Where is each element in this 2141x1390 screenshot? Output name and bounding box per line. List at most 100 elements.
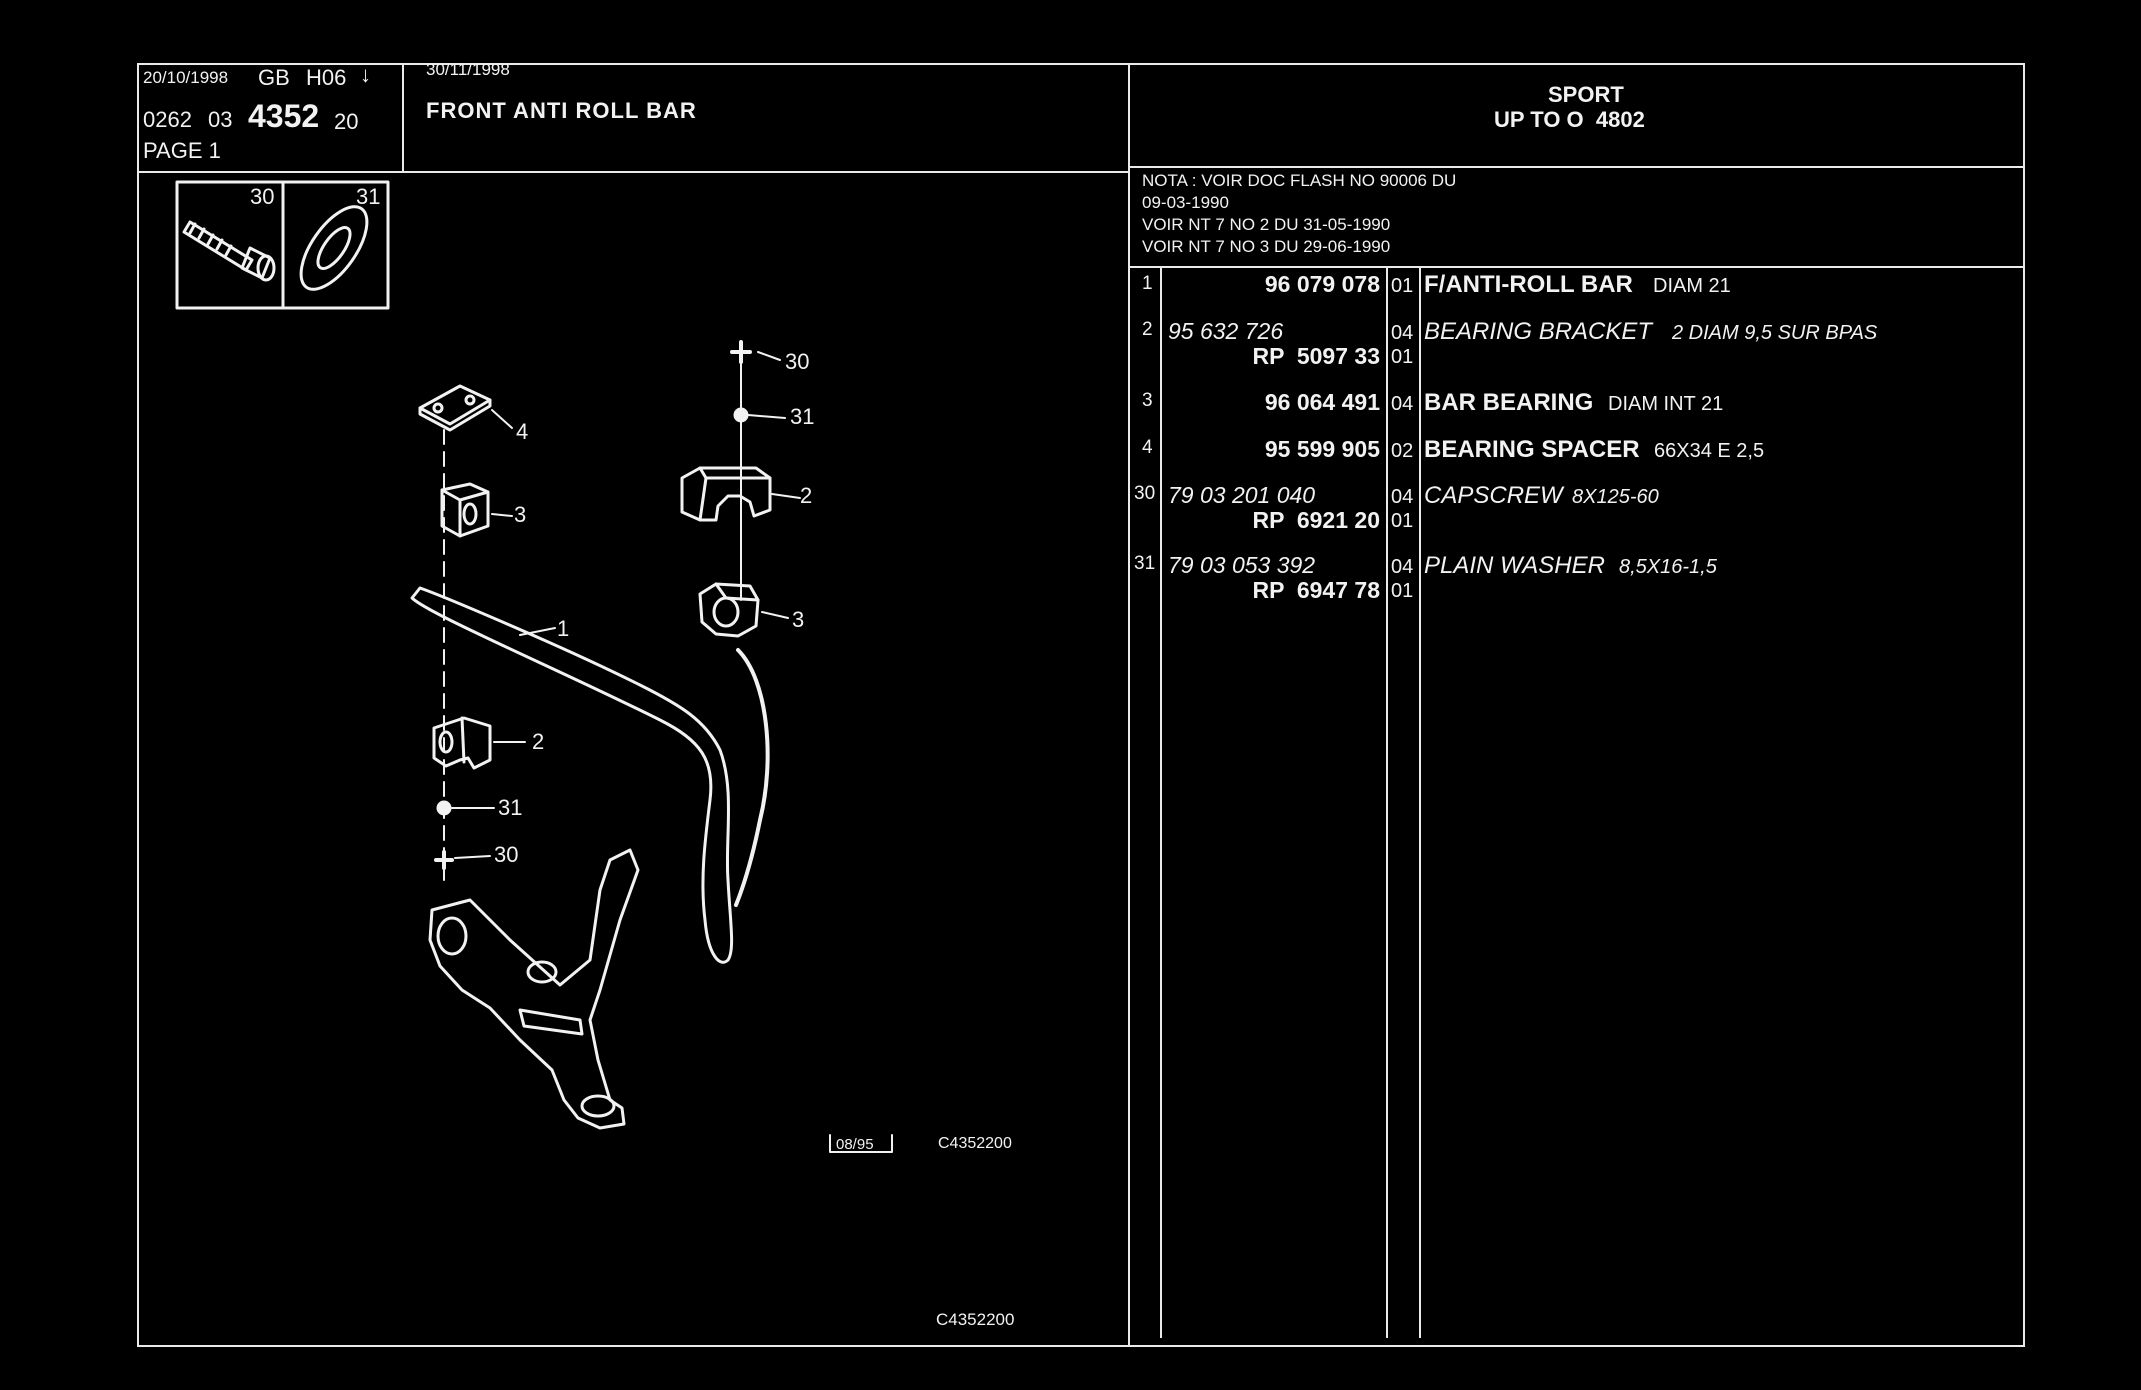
leader-line [771, 493, 801, 499]
callout-3-left: 3 [514, 502, 527, 527]
capscrew-left-drawing [434, 850, 454, 870]
capscrew-right-drawing [730, 340, 752, 364]
item-index: 2 [1142, 319, 1153, 340]
col-line-2 [1386, 268, 1388, 1338]
callout-3-right: 3 [792, 607, 805, 632]
date-issued: 20/10/1998 [143, 68, 229, 87]
quantity: 01 [1391, 275, 1414, 297]
part-number: 79 03 201 040 [1168, 482, 1316, 508]
stamp-box [829, 1134, 893, 1153]
quantity: 04 [1391, 556, 1414, 578]
item-index: 30 [1134, 483, 1156, 504]
ref-group: 03 [208, 107, 233, 132]
part-detail: 2 DIAM 9,5 SUR BPAS [1672, 322, 1878, 344]
bearing-spacer-drawing [418, 384, 492, 432]
part-name: F/ANTI-ROLL BAR [1424, 271, 1633, 298]
part-detail: DIAM 21 [1653, 275, 1731, 297]
capscrew-icon [182, 220, 276, 282]
ref-prefix: 0262 [143, 107, 192, 132]
part-number: 96 064 491 [1264, 389, 1380, 415]
part-number: 79 03 053 392 [1168, 552, 1316, 578]
divider-center [1128, 63, 1130, 1347]
leader-line [761, 611, 789, 619]
frame-top [137, 63, 2025, 65]
leader-line [757, 351, 781, 361]
quantity: 04 [1391, 486, 1414, 508]
col-line-1 [1160, 268, 1162, 1338]
callout-2-left: 2 [532, 729, 545, 754]
quantity: 04 [1391, 393, 1414, 415]
part-name: PLAIN WASHER [1424, 552, 1605, 579]
frame-right [2023, 63, 2025, 1347]
bar-bearing-left-drawing [440, 482, 490, 538]
rp-number: RP 6947 78 [1252, 577, 1380, 603]
part-name: BEARING BRACKET [1424, 318, 1653, 345]
callout-1: 1 [557, 616, 570, 641]
page-title: FRONT ANTI ROLL BAR [426, 98, 697, 123]
part-detail: 8,5X16-1,5 [1619, 556, 1717, 578]
language-code: GB [258, 65, 290, 90]
washer-icon [299, 205, 369, 291]
item-index: 1 [1142, 273, 1153, 294]
drawing-code: C4352200 [938, 1135, 1012, 1152]
item-index: 31 [1134, 553, 1156, 574]
item-index: 4 [1142, 437, 1153, 458]
callout-31-left: 31 [498, 795, 523, 820]
wishbone-arm-drawing [428, 848, 640, 1130]
drawing-code-footer: C4352200 [936, 1310, 1015, 1329]
col-line-3 [1419, 268, 1421, 1338]
part-number: 95 599 905 [1264, 436, 1380, 462]
anti-roll-bar-drawing [410, 586, 734, 964]
inset-label-31: 31 [356, 184, 381, 209]
part-name: BEARING SPACER [1424, 436, 1640, 463]
model-name: SPORT [1548, 82, 1624, 107]
callout-31-right: 31 [790, 404, 815, 429]
page-number: PAGE 1 [143, 138, 221, 163]
rp-quantity: 01 [1391, 510, 1414, 532]
rp-quantity: 01 [1391, 346, 1414, 368]
frame-left [137, 63, 139, 1347]
header-left-divider [402, 63, 404, 173]
header-left-bottom [137, 171, 1128, 173]
part-detail: 8X125-60 [1572, 486, 1659, 508]
revision-stamp: 08/95 [836, 1136, 874, 1153]
leader-line [519, 627, 556, 636]
ref-suffix: 20 [334, 109, 359, 134]
note-line-3: VOIR NT 7 NO 2 DU 31-05-1990 [1142, 215, 1391, 234]
part-detail: 66X34 E 2,5 [1654, 440, 1765, 462]
leader-line [454, 855, 491, 859]
notes-bottom [1130, 266, 2023, 268]
callout-4: 4 [516, 419, 529, 444]
leader-line [747, 414, 786, 419]
part-detail: DIAM INT 21 [1608, 393, 1724, 415]
part-number: 95 632 726 [1168, 318, 1284, 344]
callout-30-right: 30 [785, 349, 810, 374]
catalog-code: H06 [306, 65, 347, 90]
part-name: CAPSCREW [1424, 482, 1563, 509]
bar-bearing-right-drawing [698, 582, 760, 638]
leader-line [491, 513, 513, 517]
ref-main: 4352 [248, 98, 320, 134]
part-number: 96 079 078 [1264, 271, 1380, 297]
quantity: 04 [1391, 322, 1414, 344]
washer-left-drawing [436, 800, 452, 816]
rp-quantity: 01 [1391, 580, 1414, 602]
inset-label-30: 30 [250, 184, 275, 209]
frame-bottom [137, 1345, 2025, 1347]
item-index: 3 [1142, 390, 1153, 411]
bar-extension-drawing [734, 648, 770, 907]
note-line-2: 09-03-1990 [1142, 193, 1229, 212]
rp-number: RP 6921 20 [1252, 507, 1380, 533]
model-range: UP TO O 4802 [1494, 107, 1645, 132]
note-line-1: NOTA : VOIR DOC FLASH NO 90006 DU [1142, 171, 1457, 190]
header-right-bottom [1130, 166, 2023, 168]
callout-30-left: 30 [494, 842, 519, 867]
leader-line [491, 409, 513, 429]
down-arrow-icon: ↓ [360, 62, 371, 87]
part-name: BAR BEARING [1424, 389, 1594, 416]
date-revised: 30/11/1998 [426, 60, 510, 79]
washer-right-drawing [733, 407, 749, 423]
bearing-bracket-right-drawing [680, 466, 772, 522]
quantity: 02 [1391, 440, 1414, 462]
